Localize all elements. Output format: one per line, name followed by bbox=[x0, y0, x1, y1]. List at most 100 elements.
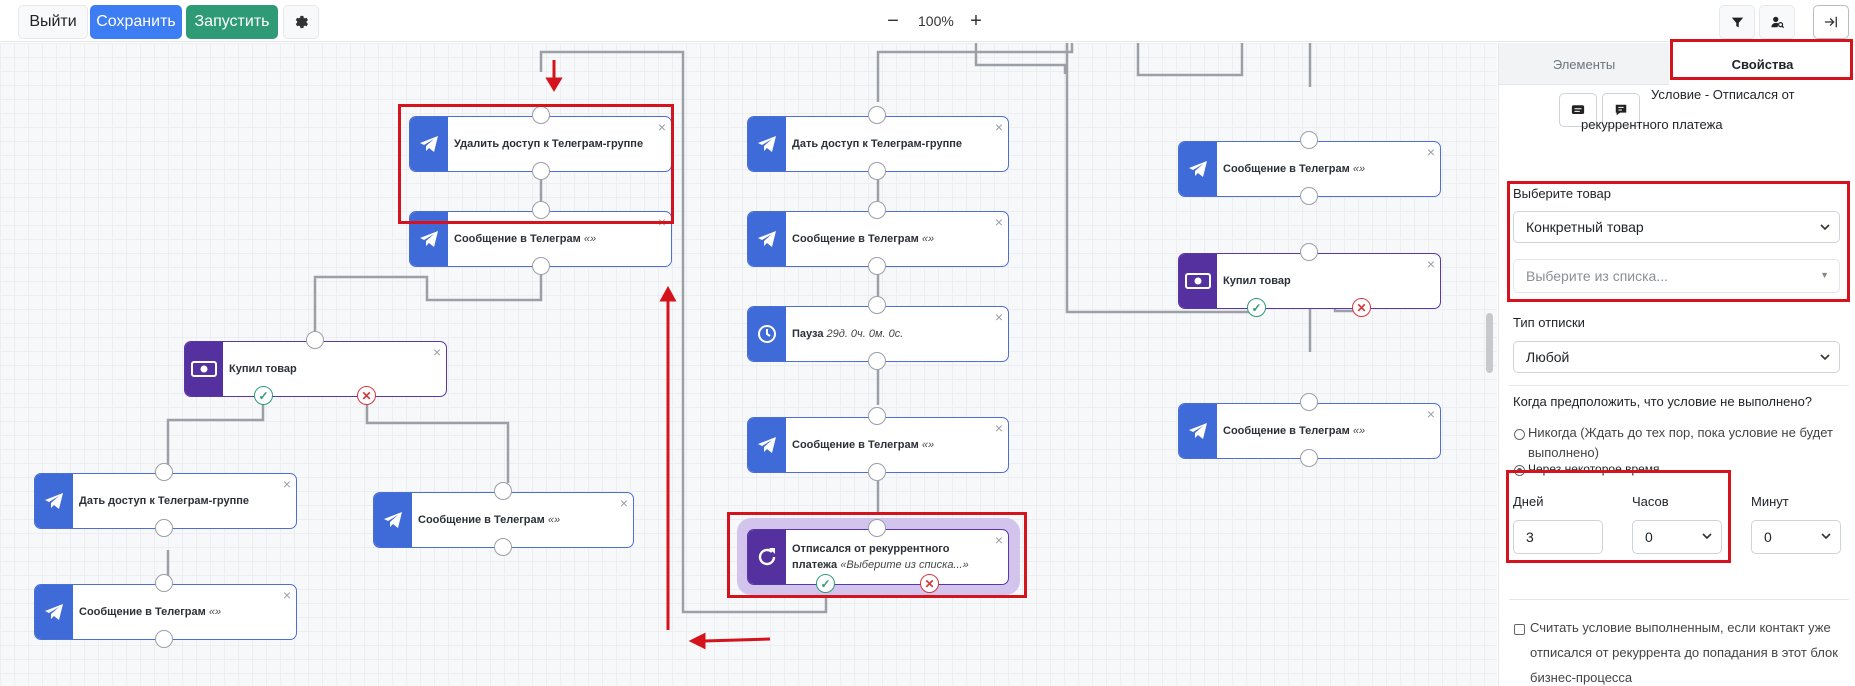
product-select[interactable]: Конкретный товар bbox=[1513, 211, 1840, 243]
input-port[interactable] bbox=[1300, 131, 1318, 149]
input-port[interactable] bbox=[868, 407, 886, 425]
telegram-icon bbox=[35, 474, 73, 528]
zoom-in-button[interactable]: + bbox=[970, 9, 982, 32]
node-label: Сообщение в Телеграм bbox=[1223, 425, 1350, 437]
zoom-out-button[interactable]: − bbox=[887, 9, 899, 32]
telegram-icon bbox=[748, 117, 786, 171]
when-label: Когда предположить, что условие не выпол… bbox=[1513, 394, 1813, 409]
minutes-label: Минут bbox=[1751, 494, 1789, 509]
output-port[interactable] bbox=[1300, 449, 1318, 467]
radio-after[interactable] bbox=[1514, 465, 1525, 476]
workflow-node[interactable]: Сообщение в Телеграм «» × bbox=[1178, 141, 1441, 197]
days-label: Дней bbox=[1513, 494, 1544, 509]
output-port[interactable] bbox=[155, 630, 173, 648]
input-port[interactable] bbox=[1300, 243, 1318, 261]
input-port[interactable] bbox=[1300, 393, 1318, 411]
output-port[interactable] bbox=[868, 352, 886, 370]
comment-button[interactable] bbox=[1559, 93, 1597, 127]
note-icon bbox=[1615, 104, 1627, 116]
close-icon[interactable]: × bbox=[1426, 256, 1435, 272]
output-port[interactable] bbox=[532, 162, 550, 180]
hours-select[interactable]: 0 bbox=[1632, 520, 1722, 554]
days-input[interactable]: 3 bbox=[1513, 520, 1603, 554]
success-port-icon[interactable]: ✓ bbox=[1247, 298, 1266, 317]
exit-button[interactable]: Выйти bbox=[18, 5, 88, 39]
telegram-icon bbox=[748, 212, 786, 266]
input-port[interactable] bbox=[532, 201, 550, 219]
input-port[interactable] bbox=[306, 331, 324, 349]
output-port[interactable] bbox=[868, 463, 886, 481]
panel-tabs: Элементы Свойства bbox=[1499, 43, 1855, 85]
close-icon[interactable]: × bbox=[994, 309, 1003, 325]
failure-port-icon[interactable]: ✕ bbox=[1352, 298, 1371, 317]
close-icon[interactable]: × bbox=[282, 587, 291, 603]
workflow-node[interactable]: Удалить доступ к Телеграм-группе × bbox=[409, 116, 672, 172]
workflow-node[interactable]: Купил товар × bbox=[184, 341, 447, 397]
product-list-select[interactable]: Выберите из списка... ▼ bbox=[1513, 259, 1840, 293]
tab-elements[interactable]: Элементы bbox=[1552, 56, 1616, 72]
note-button[interactable] bbox=[1602, 93, 1640, 127]
unsub-type-select[interactable]: Любой bbox=[1513, 341, 1840, 373]
workflow-canvas[interactable]: Удалить доступ к Телеграм-группе × Сообщ… bbox=[0, 43, 1497, 686]
filter-button[interactable] bbox=[1719, 5, 1755, 39]
input-port[interactable] bbox=[868, 519, 886, 537]
workflow-node[interactable]: Купил товар × bbox=[1178, 253, 1441, 309]
node-label: Купил товар bbox=[1223, 275, 1291, 287]
close-icon[interactable]: × bbox=[432, 344, 441, 360]
close-icon[interactable]: × bbox=[994, 214, 1003, 230]
output-port[interactable] bbox=[532, 257, 550, 275]
user-search-button[interactable] bbox=[1759, 5, 1795, 39]
success-port-icon[interactable]: ✓ bbox=[816, 574, 835, 593]
zoom-level: 100% bbox=[918, 13, 954, 29]
node-value: «» bbox=[921, 439, 935, 451]
input-port[interactable] bbox=[532, 106, 550, 124]
radio-never[interactable] bbox=[1514, 429, 1525, 440]
unsub-type-label: Тип отписки bbox=[1513, 315, 1585, 330]
failure-port-icon[interactable]: ✕ bbox=[357, 386, 376, 405]
input-port[interactable] bbox=[868, 296, 886, 314]
hours-label: Часов bbox=[1632, 494, 1669, 509]
node-label: Дать доступ к Телеграм-группе bbox=[79, 495, 250, 507]
input-port[interactable] bbox=[868, 201, 886, 219]
close-icon[interactable]: × bbox=[1426, 144, 1435, 160]
node-title: Условие - Отписался от рекуррентного пла… bbox=[1581, 87, 1795, 132]
output-port[interactable] bbox=[494, 538, 512, 556]
close-icon[interactable]: × bbox=[657, 214, 666, 230]
node-label: Сообщение в Телеграм bbox=[1223, 163, 1350, 175]
minutes-select[interactable]: 0 bbox=[1751, 520, 1841, 554]
node-value: «» bbox=[583, 233, 597, 245]
output-port[interactable] bbox=[155, 519, 173, 537]
tab-properties[interactable]: Свойства bbox=[1669, 43, 1855, 85]
success-port-icon[interactable]: ✓ bbox=[254, 386, 273, 405]
close-icon[interactable]: × bbox=[994, 420, 1003, 436]
collapse-panel-button[interactable] bbox=[1813, 5, 1849, 39]
input-port[interactable] bbox=[155, 574, 173, 592]
failure-port-icon[interactable]: ✕ bbox=[920, 574, 939, 593]
input-port[interactable] bbox=[868, 106, 886, 124]
user-search-icon bbox=[1770, 16, 1784, 29]
gear-icon bbox=[295, 15, 308, 29]
canvas-scrollbar[interactable] bbox=[1486, 313, 1493, 373]
close-icon[interactable]: × bbox=[282, 476, 291, 492]
output-port[interactable] bbox=[1300, 187, 1318, 205]
output-port[interactable] bbox=[868, 162, 886, 180]
run-button[interactable]: Запустить bbox=[186, 5, 278, 39]
close-icon[interactable]: × bbox=[657, 119, 666, 135]
unsub-type-value: Любой bbox=[1526, 349, 1570, 365]
clock-icon bbox=[748, 307, 786, 361]
node-label: Сообщение в Телеграм bbox=[418, 514, 545, 526]
save-button[interactable]: Сохранить bbox=[90, 5, 182, 39]
hours-value: 0 bbox=[1645, 529, 1653, 545]
input-port[interactable] bbox=[155, 463, 173, 481]
close-icon[interactable]: × bbox=[1426, 406, 1435, 422]
close-icon[interactable]: × bbox=[994, 532, 1003, 548]
input-port[interactable] bbox=[494, 482, 512, 500]
workflow-node-selected[interactable]: Отписался от рекуррентного платежа «Выбе… bbox=[747, 529, 1009, 585]
output-port[interactable] bbox=[868, 257, 886, 275]
close-icon[interactable]: × bbox=[619, 495, 628, 511]
settings-button[interactable] bbox=[283, 5, 319, 39]
recurring-icon bbox=[748, 530, 786, 584]
radio-after-label: Через некоторое время bbox=[1528, 462, 1660, 476]
already-unsubscribed-checkbox[interactable] bbox=[1514, 624, 1525, 635]
close-icon[interactable]: × bbox=[994, 119, 1003, 135]
